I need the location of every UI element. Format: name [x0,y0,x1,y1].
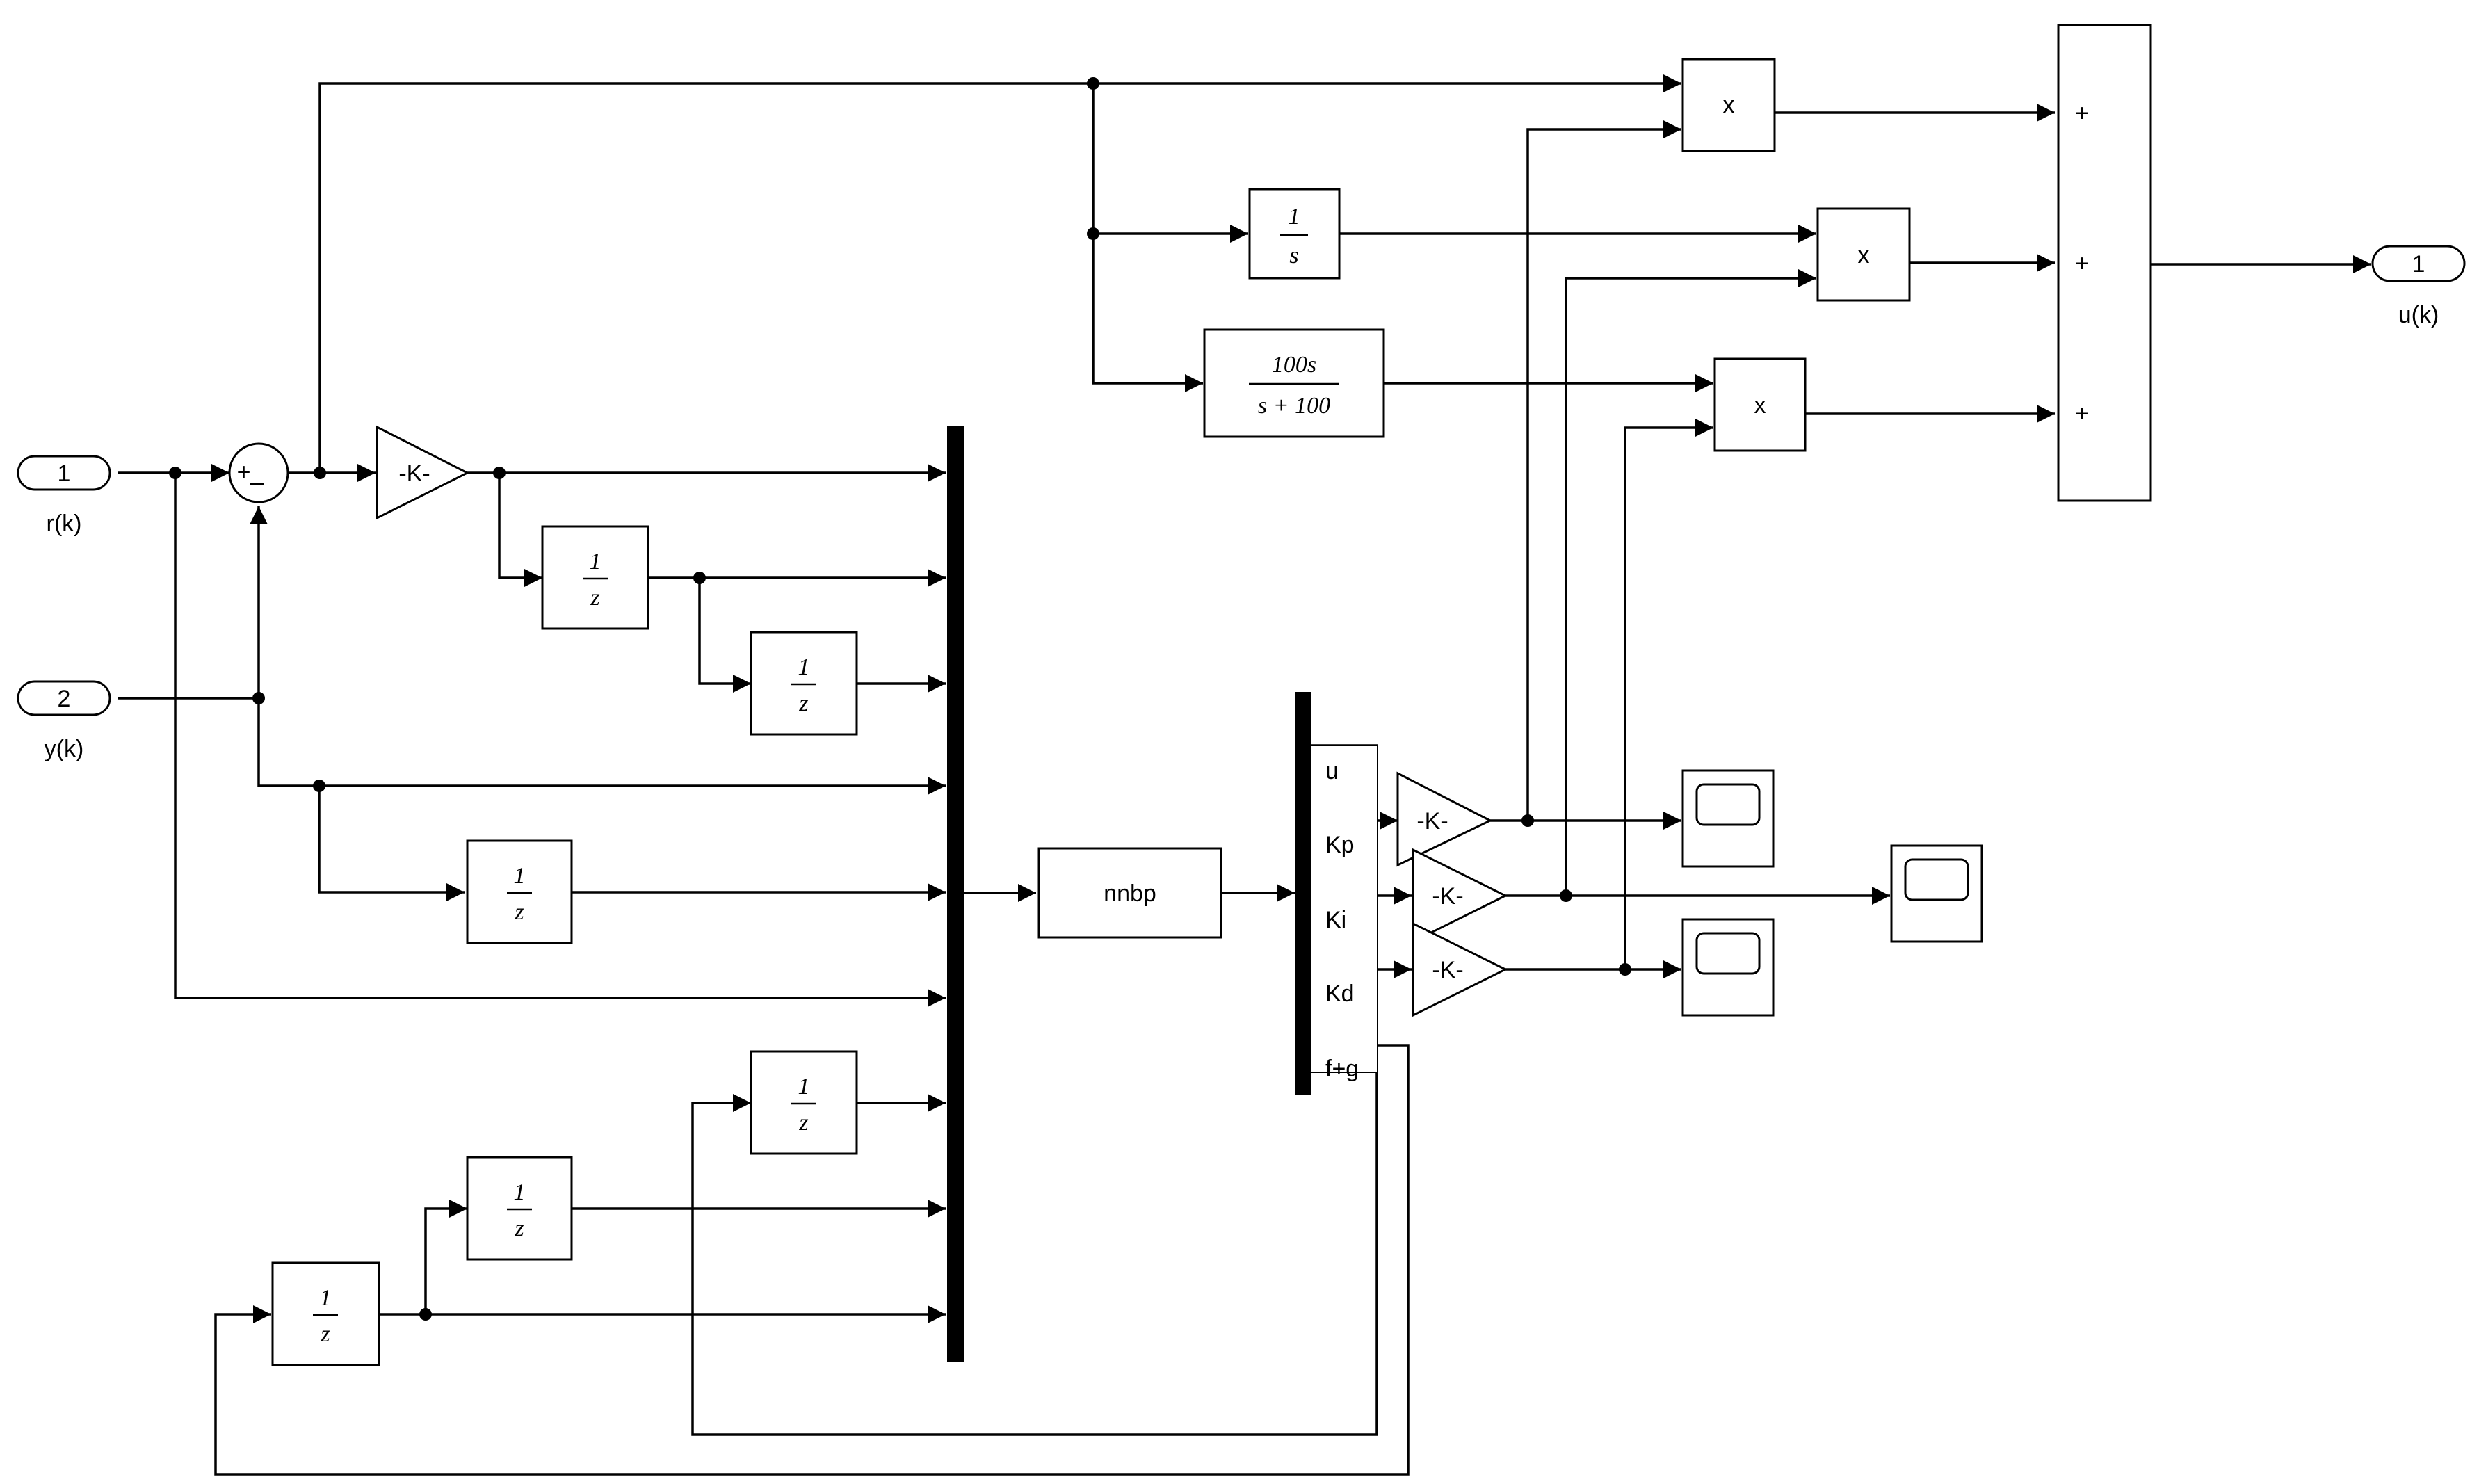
demux-block[interactable]: u Kp Ki Kd f+g [1295,692,1378,1095]
delay-block-6[interactable]: 1 z [271,1261,380,1366]
delay-6-num: 1 [320,1285,332,1311]
inport-y[interactable]: 2 y(k) [17,680,111,762]
nnbp-block[interactable]: nnbp [1037,847,1222,939]
delay-1-num: 1 [590,549,601,574]
delay-5-den: z [514,1216,524,1241]
inport-r-label: r(k) [47,510,82,537]
gain-kp-label: -K- [1416,808,1448,834]
delay-2-num: 1 [798,654,810,680]
gain-ki[interactable]: -K- [1412,848,1508,944]
product-kp[interactable]: x [1681,58,1776,152]
gain-main-label: -K- [398,460,430,487]
product-ki[interactable]: x [1816,207,1911,302]
gain-kp[interactable]: -K- [1396,771,1493,867]
gain-main[interactable]: -K- [376,425,470,520]
mux-bar[interactable] [947,426,964,1362]
gain-kd-label: -K- [1432,957,1463,983]
delay-1-den: z [590,585,599,611]
delay-block-5[interactable]: 1 z [466,1156,573,1261]
demux-out-kp: Kp [1325,832,1355,858]
product-kd[interactable]: x [1713,357,1807,452]
demux-out-kd: Kd [1325,981,1355,1007]
product-kd-symbol: x [1754,392,1766,419]
signal-lines [118,74,2371,1476]
demux-bar[interactable] [1295,692,1311,1095]
delay-3-den: z [514,899,524,925]
demux-out-ki: Ki [1325,907,1346,933]
sum-error-signs: +_ [237,459,265,485]
integrator-den: s [1289,243,1298,268]
delay-4-den: z [798,1110,808,1136]
outport-u-number: 1 [2412,251,2425,277]
inport-r-number: 1 [58,460,71,487]
derivative-block[interactable]: 100s s + 100 [1203,328,1385,438]
delay-5-num: 1 [514,1179,526,1205]
delay-6-den: z [320,1321,330,1347]
gain-ki-label: -K- [1432,883,1463,910]
inport-y-number: 2 [58,686,71,712]
integrator-block[interactable]: 1 s [1248,188,1341,280]
inport-y-label: y(k) [45,736,84,762]
product-ki-symbol: x [1858,242,1870,268]
integrator-num: 1 [1289,204,1300,229]
outport-u[interactable]: 1 u(k) [2371,245,2466,328]
sum-output-sign-2: + [2075,250,2089,277]
delay-block-4[interactable]: 1 z [750,1050,858,1155]
delay-block-3[interactable]: 1 z [466,839,573,944]
demux-out-u: u [1325,758,1339,784]
delay-block-1[interactable]: 1 z [541,525,649,630]
nnbp-label: nnbp [1104,880,1156,907]
derivative-num: 100s [1272,352,1316,378]
sum-output-block[interactable]: + + + [2057,24,2152,502]
delay-block-2[interactable]: 1 z [750,631,858,736]
sum-error-block[interactable]: +_ [228,442,289,503]
sum-output-sign-3: + [2075,401,2089,427]
scope-ki[interactable] [1890,844,1983,943]
sum-output-sign-1: + [2075,100,2089,127]
delay-2-den: z [798,691,808,716]
product-kp-symbol: x [1723,92,1735,118]
scope-kp[interactable] [1681,769,1775,868]
inport-r[interactable]: 1 r(k) [17,455,111,537]
branch-points [169,77,1631,1321]
derivative-den: s + 100 [1258,393,1330,419]
delay-4-num: 1 [798,1074,810,1099]
scope-kd[interactable] [1681,918,1775,1017]
gain-kd[interactable]: -K- [1412,921,1508,1017]
demux-out-fg: f+g [1325,1056,1359,1082]
delay-3-num: 1 [514,863,526,889]
outport-u-label: u(k) [2398,302,2439,328]
